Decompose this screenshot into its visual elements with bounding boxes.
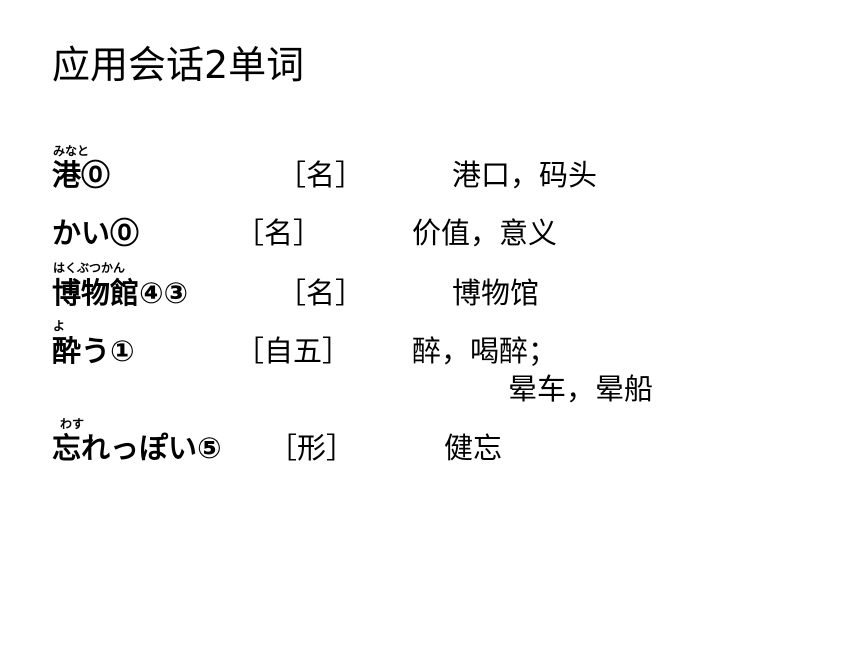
vocab-word: 博物館④③	[52, 276, 189, 310]
vocab-meaning: 博物馆	[452, 276, 540, 310]
vocab-meaning-continued: 晕车，晕船	[508, 372, 654, 406]
vocab-word: 港⓪	[52, 158, 111, 192]
furigana: よ	[53, 319, 66, 333]
page-title: 应用会话2单词	[52, 43, 305, 87]
part-of-speech: ［名］	[277, 158, 365, 192]
vocab-meaning: 醉，喝醉；	[412, 334, 558, 368]
furigana: わす	[60, 417, 85, 431]
part-of-speech: ［名］	[235, 216, 323, 250]
vocab-word: 酔う①	[52, 334, 135, 368]
vocab-meaning: 健忘	[444, 431, 503, 465]
part-of-speech: ［形］	[268, 431, 356, 465]
furigana: みなと	[53, 144, 90, 158]
vocab-word: 忘れっぽい⑤	[52, 431, 222, 465]
vocab-meaning: 价值，意义	[412, 216, 558, 250]
furigana: はくぶつかん	[53, 261, 126, 275]
vocab-meaning: 港口，码头	[452, 158, 598, 192]
part-of-speech: ［名］	[277, 276, 365, 310]
part-of-speech: ［自五］	[235, 334, 352, 368]
vocab-word: かい⓪	[52, 216, 140, 250]
